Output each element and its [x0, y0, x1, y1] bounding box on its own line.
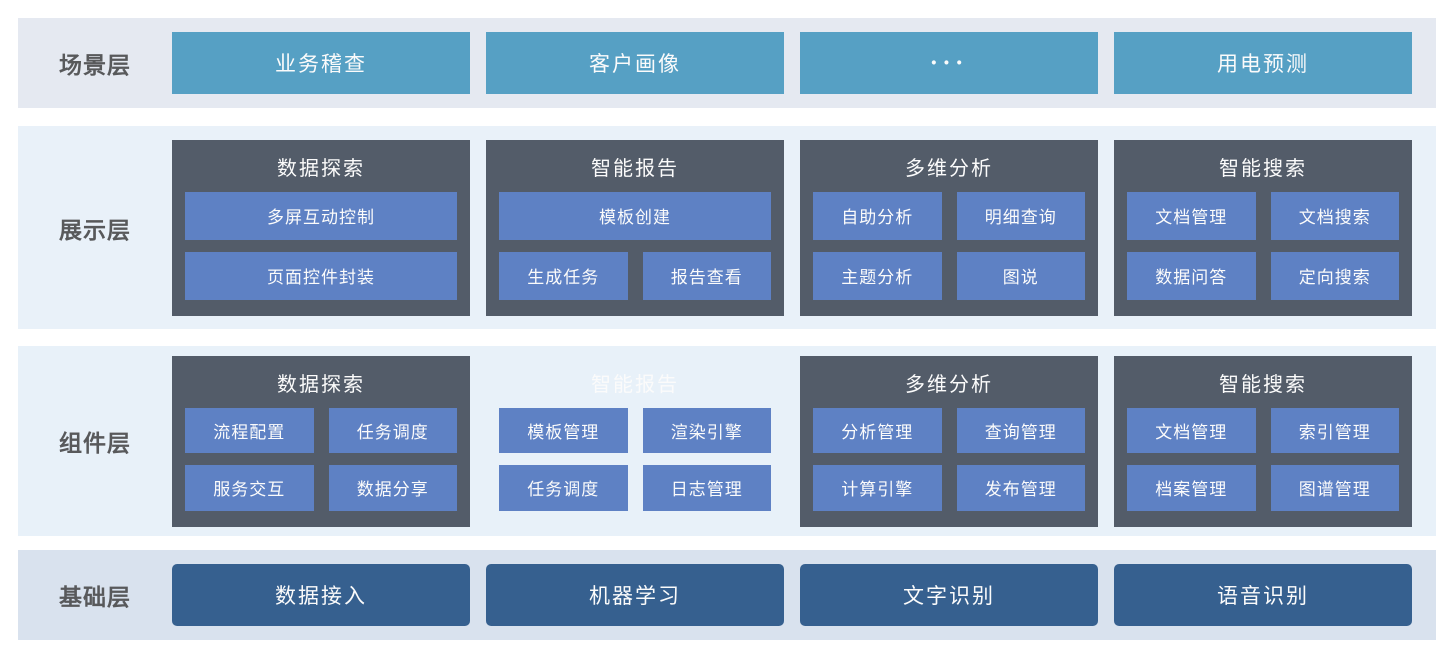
- presentation-group-title: 智能报告: [591, 155, 679, 180]
- presentation-group-items: 模板创建生成任务报告查看: [499, 191, 771, 300]
- component-group: 智能搜索文档管理索引管理档案管理图谱管理: [1114, 355, 1412, 527]
- component-item: 文档管理: [1127, 407, 1256, 453]
- scenario-layer-band: 场景层 业务稽查客户画像 ··· 用电预测: [18, 18, 1436, 108]
- component-item: 服务交互: [185, 465, 314, 511]
- presentation-item: 多屏互动控制: [185, 191, 457, 240]
- component-item: 日志管理: [642, 465, 771, 511]
- presentation-item: 自助分析: [813, 191, 942, 240]
- scenario-block: ···: [800, 32, 1098, 94]
- component-layer-band: 组件层数据探索流程配置任务调度服务交互数据分享智能报告模板管理渲染引擎任务调度日…: [18, 346, 1436, 536]
- component-group: 数据探索流程配置任务调度服务交互数据分享: [172, 355, 470, 527]
- component-item: 分析管理: [813, 407, 942, 453]
- component-group: 智能报告模板管理渲染引擎任务调度日志管理: [486, 356, 784, 527]
- presentation-group-items: 多屏互动控制页面控件封装: [185, 191, 457, 300]
- component-group-title: 智能搜索: [1219, 371, 1307, 396]
- presentation-group-title: 智能搜索: [1219, 155, 1307, 180]
- presentation-item: 文档管理: [1127, 191, 1256, 240]
- presentation-item: 报告查看: [642, 251, 771, 300]
- component-item: 数据分享: [328, 465, 457, 511]
- component-group-title: 智能报告: [591, 371, 679, 396]
- component-group-items: 文档管理索引管理档案管理图谱管理: [1127, 407, 1399, 511]
- component-item: 索引管理: [1270, 407, 1399, 453]
- component-group-items: 分析管理查询管理计算引擎发布管理: [813, 407, 1085, 511]
- presentation-item: 明细查询: [956, 191, 1085, 240]
- component-item: 渲染引擎: [642, 407, 771, 453]
- foundation-block: 机器学习: [486, 564, 784, 626]
- presentation-group: 智能搜索文档管理文档搜索数据问答定向搜索: [1114, 139, 1412, 316]
- presentation-item: 生成任务: [499, 251, 628, 300]
- scenario-layer-content: 业务稽查客户画像 ··· 用电预测: [172, 18, 1412, 108]
- presentation-layer-band: 展示层数据探索多屏互动控制页面控件封装智能报告模板创建生成任务报告查看多维分析自…: [18, 126, 1436, 329]
- presentation-layer-content: 数据探索多屏互动控制页面控件封装智能报告模板创建生成任务报告查看多维分析自助分析…: [172, 126, 1412, 329]
- component-item: 模板管理: [499, 407, 628, 453]
- component-group-title: 数据探索: [277, 371, 365, 396]
- component-item: 计算引擎: [813, 465, 942, 511]
- presentation-item: 模板创建: [499, 191, 771, 240]
- foundation-layer-band: 基础层 数据接入机器学习文字识别语音识别: [18, 550, 1436, 640]
- presentation-item: 主题分析: [813, 251, 942, 300]
- scenario-block: 业务稽查: [172, 32, 470, 94]
- component-item: 查询管理: [956, 407, 1085, 453]
- presentation-group-title: 多维分析: [905, 155, 993, 180]
- scenario-block: 用电预测: [1114, 32, 1412, 94]
- component-item: 发布管理: [956, 465, 1085, 511]
- presentation-group: 多维分析自助分析明细查询主题分析图说: [800, 139, 1098, 316]
- component-item: 任务调度: [499, 465, 628, 511]
- scenario-layer-label: 场景层: [59, 52, 131, 78]
- presentation-layer-label: 展示层: [59, 216, 131, 243]
- presentation-group-title: 数据探索: [277, 155, 365, 180]
- component-item: 任务调度: [328, 407, 457, 453]
- scenario-block: 客户画像: [486, 32, 784, 94]
- component-layer-label: 组件层: [59, 430, 131, 456]
- presentation-group-items: 文档管理文档搜索数据问答定向搜索: [1127, 191, 1399, 300]
- foundation-layer-label: 基础层: [59, 584, 131, 610]
- component-item: 档案管理: [1127, 465, 1256, 511]
- presentation-group: 智能报告模板创建生成任务报告查看: [486, 139, 784, 316]
- component-group-title: 多维分析: [905, 371, 993, 396]
- presentation-group: 数据探索多屏互动控制页面控件封装: [172, 139, 470, 316]
- presentation-group-items: 自助分析明细查询主题分析图说: [813, 191, 1085, 300]
- component-group: 多维分析分析管理查询管理计算引擎发布管理: [800, 355, 1098, 527]
- foundation-block: 文字识别: [800, 564, 1098, 626]
- component-group-items: 流程配置任务调度服务交互数据分享: [185, 407, 457, 511]
- presentation-item: 定向搜索: [1270, 251, 1399, 300]
- component-item: 图谱管理: [1270, 465, 1399, 511]
- foundation-layer-content: 数据接入机器学习文字识别语音识别: [172, 550, 1412, 640]
- component-item: 流程配置: [185, 407, 314, 453]
- foundation-block: 语音识别: [1114, 564, 1412, 626]
- presentation-item: 图说: [956, 251, 1085, 300]
- foundation-block: 数据接入: [172, 564, 470, 626]
- component-group-items: 模板管理渲染引擎任务调度日志管理: [499, 407, 771, 511]
- component-layer-content: 数据探索流程配置任务调度服务交互数据分享智能报告模板管理渲染引擎任务调度日志管理…: [172, 346, 1412, 536]
- presentation-item: 文档搜索: [1270, 191, 1399, 240]
- presentation-item: 页面控件封装: [185, 251, 457, 300]
- presentation-item: 数据问答: [1127, 251, 1256, 300]
